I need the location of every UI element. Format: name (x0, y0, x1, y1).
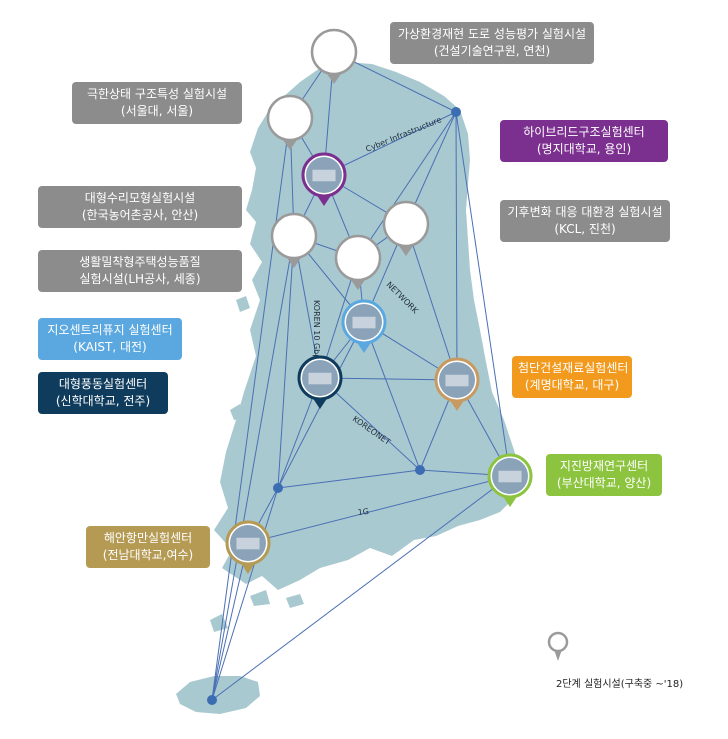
network-link (363, 321, 421, 471)
facility-label-extreme: 극한상태 구조특성 실험시설 (서울대, 서울) (72, 82, 242, 124)
facility-location: (서울대, 서울) (120, 104, 194, 118)
pin-ring-icon (382, 200, 430, 248)
network-node (273, 483, 283, 493)
facility-location: 실험시설(LH공사, 세종) (79, 272, 201, 286)
facility-location: (신학대학교, 전주) (55, 394, 151, 408)
pin-seismic[interactable] (487, 453, 533, 507)
label-1g: 1G (357, 507, 369, 517)
network-link (211, 542, 249, 701)
island-south-1 (250, 590, 270, 606)
network-link (405, 223, 458, 381)
pin-advanced[interactable] (434, 357, 480, 411)
facility-location: (KAIST, 대전) (73, 340, 147, 354)
facility-location: (부산대학교, 양산) (556, 476, 652, 490)
network-node (207, 695, 217, 705)
pin-ring-icon (547, 631, 569, 653)
network-link (247, 475, 511, 544)
network-link (319, 377, 421, 471)
facility-name: 극한상태 구조특성 실험시설 (86, 87, 228, 101)
building-icon (352, 316, 376, 329)
facility-name: 기후변화 대응 대환경 실험시설 (507, 205, 663, 219)
island-west-2 (230, 404, 244, 420)
pin-climate[interactable] (382, 200, 430, 256)
network-link (211, 487, 279, 701)
facility-name: 가상환경재현 도로 성능평가 실험시설 (397, 27, 587, 41)
island-south-3 (210, 614, 228, 632)
facility-pins (225, 28, 569, 661)
facility-label-geo: 지오센트리퓨지 실험센터 (KAIST, 대전) (38, 318, 182, 360)
pin-tip-icon (553, 649, 563, 661)
network-node (415, 465, 425, 475)
facility-location: (명지대학교, 용인) (536, 142, 632, 156)
island-west-1 (236, 296, 250, 312)
facility-location: (한국농어촌공사, 안산) (81, 208, 199, 222)
pin-ring-icon (334, 234, 382, 282)
legend-pin-icon[interactable] (547, 631, 569, 661)
network-link (277, 235, 295, 489)
pin-wind[interactable] (297, 355, 343, 409)
network-link (455, 111, 458, 381)
network-link (319, 377, 458, 381)
pin-ring-icon (270, 212, 318, 260)
pin-geo[interactable] (341, 299, 387, 353)
facility-name: 지진방재연구센터 (559, 459, 649, 473)
network-link (455, 111, 511, 477)
facility-label-hydraulic: 대형수리모형실험시설 (한국농어촌공사, 안산) (38, 186, 242, 228)
facility-label-coastal: 해안항만실험센터 (전남대학교,여수) (86, 526, 210, 568)
network-link (277, 469, 421, 489)
building-icon (236, 537, 260, 550)
network-link (211, 475, 511, 701)
facility-name: 해안항만실험센터 (103, 531, 193, 545)
facility-label-seismic: 지진방재연구센터 (부산대학교, 양산) (546, 454, 662, 496)
pin-housing[interactable] (334, 234, 382, 290)
pin-extreme[interactable] (266, 94, 314, 150)
building-icon (308, 372, 332, 385)
facility-name: 첨단건설재료실험센터 (518, 361, 629, 375)
building-icon (312, 169, 336, 182)
pin-ring-icon (266, 94, 314, 142)
facility-location: (계명대학교, 대구) (524, 378, 620, 392)
pin-ring-icon (310, 28, 358, 76)
facility-label-virtual-road: 가상환경재현 도로 성능평가 실험시설 (건설기술연구원, 연천) (390, 22, 594, 64)
network-link (357, 111, 457, 259)
network-nodes (207, 107, 461, 705)
facility-name: 지오센트리퓨지 실험센터 (47, 323, 173, 337)
building-icon (498, 470, 522, 483)
network-node (451, 107, 461, 117)
facility-name: 생활밀착형주택성능품질 (79, 255, 201, 269)
pin-hybrid[interactable] (301, 152, 347, 206)
facility-name: 하이브리드구조실험센터 (523, 125, 645, 139)
facility-label-advanced: 첨단건설재료실험센터 (계명대학교, 대구) (512, 356, 632, 398)
facility-name: 대형수리모형실험시설 (84, 191, 196, 205)
facility-name: 대형풍동실험센터 (58, 377, 148, 391)
facility-label-climate: 기후변화 대응 대환경 실험시설 (KCL, 진천) (500, 200, 670, 242)
building-icon (445, 374, 469, 387)
pin-coastal[interactable] (225, 520, 271, 574)
legend-label: 2단계 실험시설(구축중 ~'18) (556, 679, 684, 690)
pin-virtual-road[interactable] (310, 28, 358, 84)
pin-hydraulic[interactable] (270, 212, 318, 268)
facility-location: (전남대학교,여수) (102, 548, 194, 562)
facility-location: (건설기술연구원, 연천) (433, 44, 551, 58)
island-south-2 (286, 594, 304, 608)
label-koren-vertical: KOREN 10 Gbps (312, 300, 321, 364)
facility-label-housing: 생활밀착형주택성능품질 실험시설(LH공사, 세종) (38, 250, 242, 292)
network-link (323, 111, 457, 176)
facility-label-hybrid: 하이브리드구조실험센터 (명지대학교, 용인) (500, 120, 668, 162)
network-link (211, 235, 295, 701)
facility-label-wind: 대형풍동실험센터 (신학대학교, 전주) (38, 372, 168, 414)
facility-location: (KCL, 진천) (554, 222, 616, 236)
network-link (211, 117, 291, 701)
